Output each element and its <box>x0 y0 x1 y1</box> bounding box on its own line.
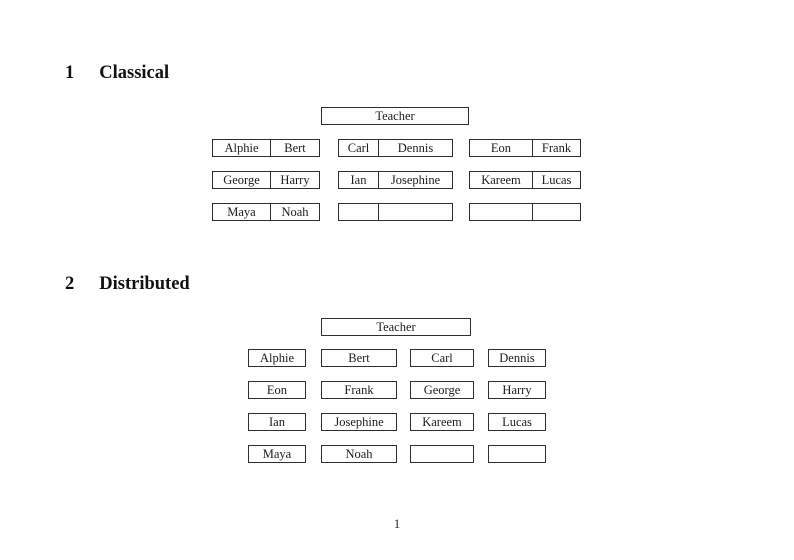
desk: Maya <box>248 445 306 463</box>
desk: Eon <box>248 381 306 399</box>
section-number: 2 <box>65 274 75 294</box>
seat-label: Carl <box>339 140 379 156</box>
seat-label <box>379 204 452 220</box>
desk: Frank <box>321 381 397 399</box>
desk-empty <box>488 445 546 463</box>
page-number: 1 <box>393 517 401 531</box>
seat-label: Dennis <box>499 350 535 365</box>
desk-empty <box>410 445 474 463</box>
seat-label: Alphie <box>213 140 271 156</box>
desk: George Harry <box>212 171 320 189</box>
desk: Carl Dennis <box>338 139 453 157</box>
seat-label: Frank <box>344 382 374 397</box>
desk: Carl <box>410 349 474 367</box>
teacher-label: Teacher <box>375 108 415 123</box>
seat-label: Josephine <box>334 414 384 429</box>
desk: Alphie Bert <box>212 139 320 157</box>
seat-label: Maya <box>213 204 271 220</box>
desk: Josephine <box>321 413 397 431</box>
desk: George <box>410 381 474 399</box>
seat-label: Ian <box>269 414 285 429</box>
desk: Ian <box>248 413 306 431</box>
teacher-label: Teacher <box>376 319 416 334</box>
seat-label: Eon <box>266 382 288 397</box>
desk: Kareem Lucas <box>469 171 581 189</box>
seat-label: Ian <box>339 172 379 188</box>
seat-label: Bert <box>284 140 306 155</box>
desk: Harry <box>488 381 546 399</box>
seat-label: Eon <box>470 140 533 156</box>
desk: Eon Frank <box>469 139 581 157</box>
seat-label: Josephine <box>390 172 441 187</box>
teacher-box: Teacher <box>321 107 469 125</box>
section-number: 1 <box>65 63 75 83</box>
seat-label <box>470 204 533 220</box>
desk: Noah <box>321 445 397 463</box>
seat-label: Frank <box>541 140 572 155</box>
desk: Maya Noah <box>212 203 320 221</box>
section-title: Distributed <box>99 274 190 294</box>
seat-label: Noah <box>345 446 373 461</box>
desk: Ian Josephine <box>338 171 453 189</box>
seat-label: Harry <box>502 382 532 397</box>
seat-label: Lucas <box>502 414 532 429</box>
section-heading-distributed: 2 Distributed <box>65 273 190 295</box>
seat-label: Lucas <box>541 172 572 187</box>
seat-label: Noah <box>281 204 309 219</box>
seat-label: Carl <box>431 350 453 365</box>
seat-label <box>339 204 379 220</box>
seat-label: Kareem <box>470 172 533 188</box>
desk: Alphie <box>248 349 306 367</box>
seat-label: Kareem <box>422 414 462 429</box>
section-heading-classical: 1 Classical <box>65 62 169 84</box>
seat-label: Bert <box>348 350 370 365</box>
desk: Kareem <box>410 413 474 431</box>
desk: Bert <box>321 349 397 367</box>
seat-label: Alphie <box>259 350 295 365</box>
seat-label <box>533 204 580 220</box>
seat-label: Dennis <box>397 140 434 155</box>
seat-label: George <box>423 382 461 397</box>
section-title: Classical <box>99 63 170 83</box>
seat-label: Maya <box>262 446 292 461</box>
seat-label: Harry <box>280 172 310 187</box>
desk: Lucas <box>488 413 546 431</box>
desk-empty <box>469 203 581 221</box>
desk: Dennis <box>488 349 546 367</box>
seat-label: George <box>213 172 271 188</box>
teacher-box: Teacher <box>321 318 471 336</box>
desk-empty <box>338 203 453 221</box>
